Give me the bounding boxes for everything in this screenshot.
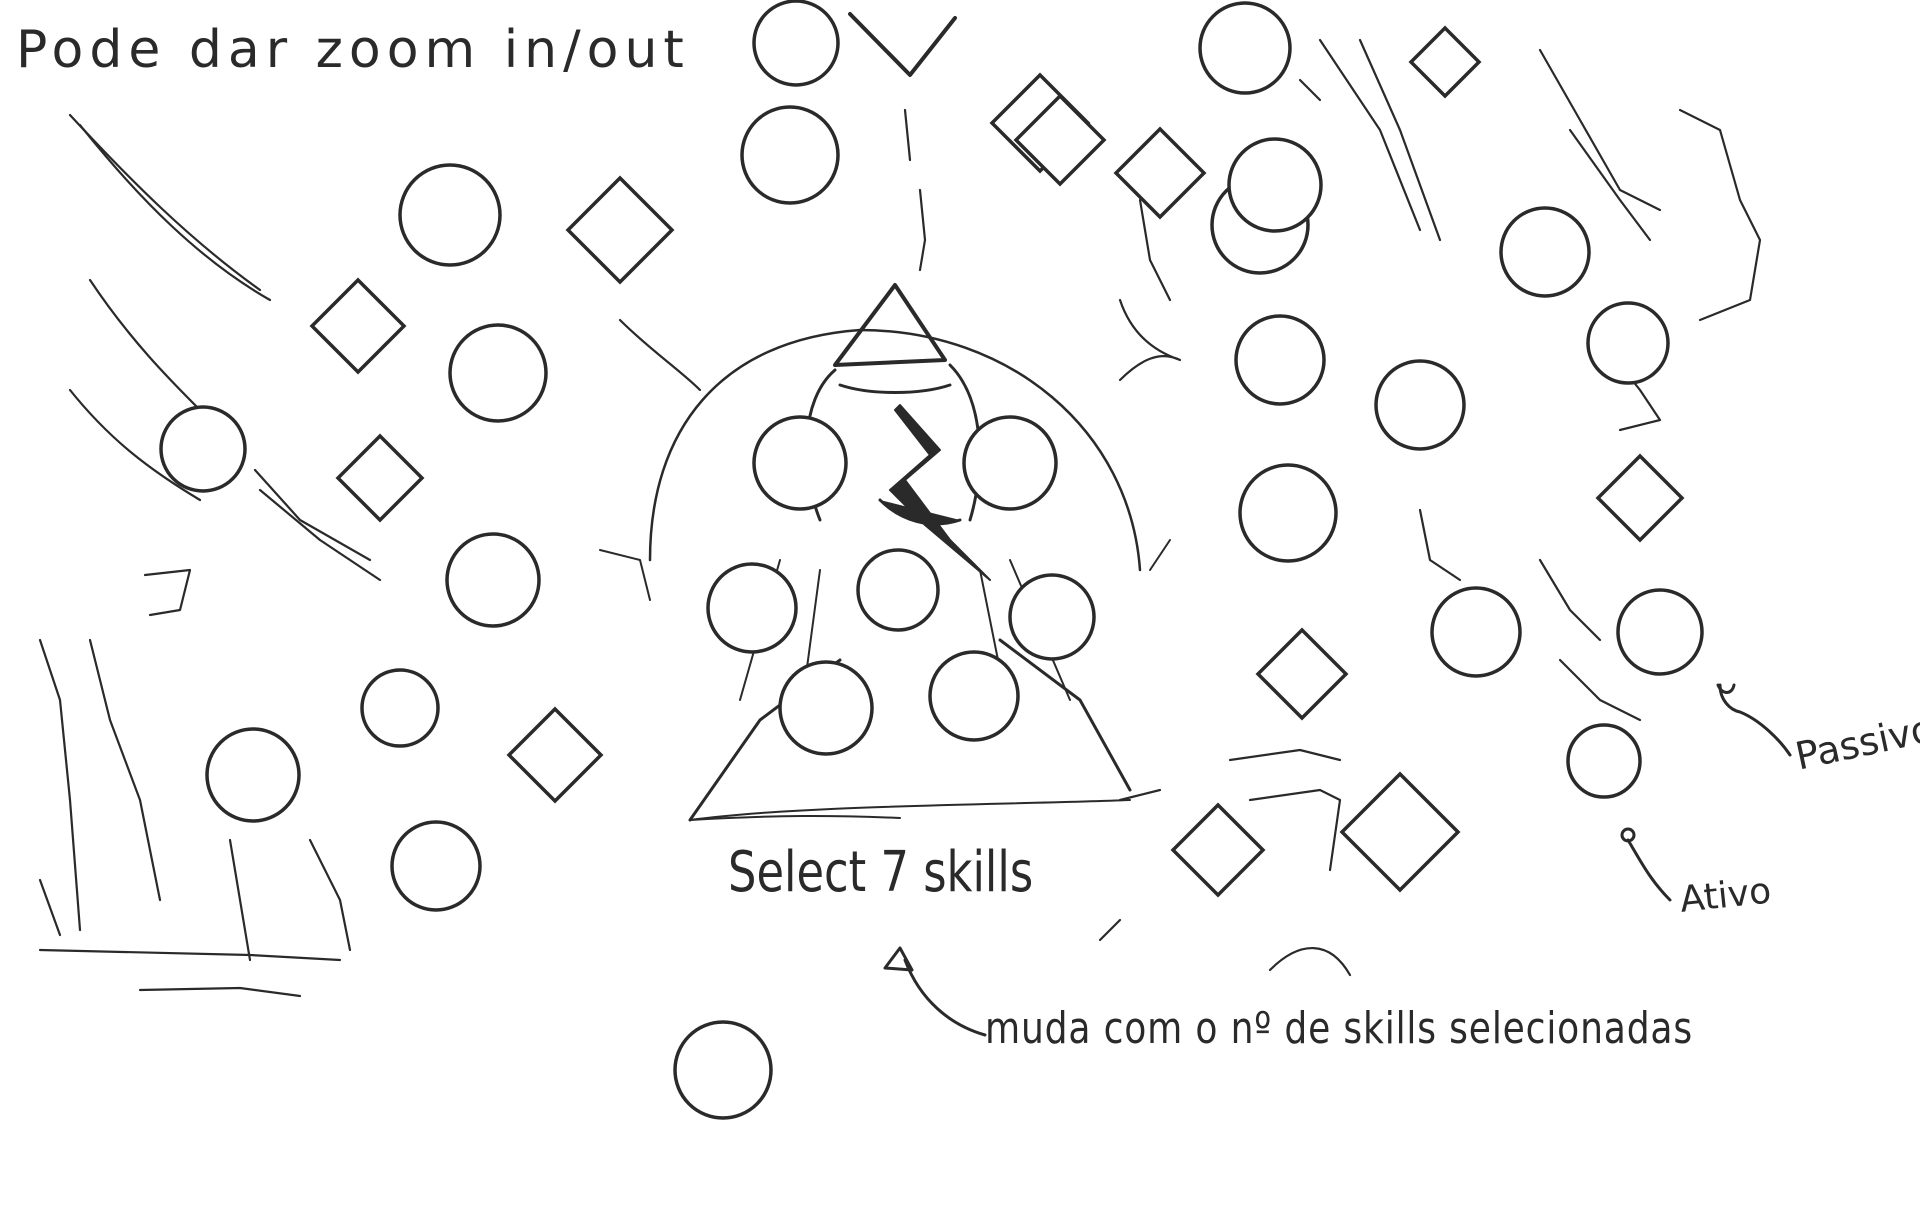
active-skill-node[interactable] [448,323,548,423]
base-ground-line [689,814,901,821]
active-skill-node[interactable] [1586,301,1670,385]
equipped-skill-slot[interactable] [856,548,940,632]
passive-skill-node[interactable] [1113,126,1207,220]
passive-skill-node[interactable] [1595,453,1685,543]
active-skill-node[interactable] [445,532,541,628]
active-skill-node[interactable] [673,1020,773,1120]
equipped-skill-slot[interactable] [778,660,874,756]
passive-skill-node[interactable] [335,433,425,523]
count-note-arrow [903,958,987,1037]
active-skill-node[interactable] [159,405,247,493]
active-legend-pointer [1626,838,1672,902]
equipped-skill-slot[interactable] [752,415,848,511]
passive-skill-node[interactable] [506,706,604,804]
top-chevron-icon [848,12,957,77]
active-skill-node[interactable] [1566,723,1642,799]
active-skill-node[interactable] [1234,314,1326,406]
active-skill-node[interactable] [360,668,440,748]
passive-skill-node[interactable] [1013,93,1107,187]
selection-count-note: muda com o nº de skills selecionadas [985,1003,1693,1054]
passive-legend-pointer [1718,683,1792,757]
background-terrain-lines [38,38,1762,998]
active-skill-node[interactable] [398,163,502,267]
passive-skill-node[interactable] [565,175,675,285]
equipped-skill-slot[interactable] [928,650,1020,742]
passive-skill-node[interactable] [309,277,407,375]
active-skill-node[interactable] [1430,586,1522,678]
active-skill-node[interactable] [1374,359,1466,451]
passive-legend-hook-icon [1716,683,1736,694]
passive-skill-node[interactable] [1255,627,1349,721]
active-skill-node[interactable] [1227,137,1323,233]
active-skill-node[interactable] [740,105,840,205]
passive-skill-node[interactable] [1170,802,1266,898]
equipped-skill-slot[interactable] [962,415,1058,511]
equipped-skill-slot[interactable] [1008,573,1096,661]
select-skills-label: Select 7 skills [728,840,1034,905]
active-legend-dot-icon [1620,827,1636,843]
center-character-dome [599,283,1171,822]
active-skill-node[interactable] [390,820,482,912]
active-skill-node[interactable] [1198,1,1292,95]
zoom-hint-note: Pode dar zoom in/out [16,20,690,80]
passive-skill-node[interactable] [1339,771,1461,893]
active-skill-node[interactable] [1499,206,1591,298]
equipped-skill-slot[interactable] [706,562,798,654]
count-note-arrowhead-icon [883,946,914,972]
passive-skill-node[interactable] [1408,25,1482,99]
active-skill-node[interactable] [1616,588,1704,676]
active-skill-node[interactable] [752,0,840,87]
skill-node-group [159,0,1704,1120]
active-skill-node[interactable] [205,727,301,823]
active-skill-node[interactable] [1238,463,1338,563]
